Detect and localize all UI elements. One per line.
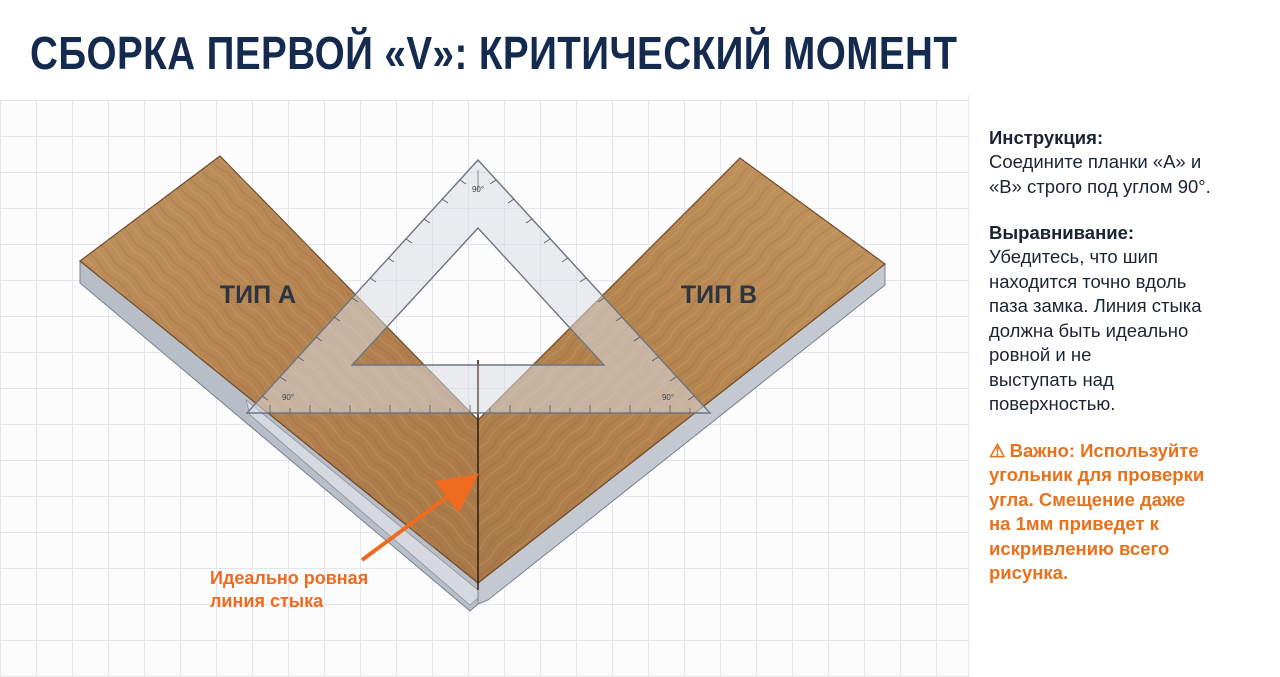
warning-line: рисунка. [989,562,1069,583]
instruction-panel: Инструкция: Соедините планки «А» и «В» с… [989,126,1259,608]
warning-block: ⚠Важно: Используйте угольник для проверк… [989,439,1259,586]
instruction-text-line: «В» строго под углом 90°. [989,175,1211,197]
alignment-text-line: должна быть идеально [989,319,1189,341]
alignment-text-line: поверхностью. [989,393,1116,414]
warning-line: на 1мм приведет к [989,513,1159,534]
warning-line: угла. Смещение даже [989,488,1186,510]
warning-text: Важно: Используйте [1009,439,1199,461]
warning-line: ⚠Важно: Используйте [989,439,1259,464]
square-left-mark: 90° [282,393,294,402]
callout-line-2: линия стыка [210,591,324,611]
set-square: 90° 90° 90° [245,158,712,414]
alignment-text-line: находится точно вдоль [989,270,1187,292]
warning-line: угольник для проверки [989,464,1205,485]
alignment-text-line: Убедитесь, что шип [989,246,1158,267]
square-top-mark: 90° [472,185,484,194]
alignment-block: Выравнивание: Убедитесь, что шип находит… [989,221,1259,417]
callout-line-1: Идеально ровная [210,568,369,588]
instruction-text-line: Соедините планки «А» и [989,151,1202,172]
v-assembly-diagram: 90° 90° 90° ТИП А ТИП В [79,155,886,612]
page-title: СБОРКА ПЕРВОЙ «V»: КРИТИЧЕСКИЙ МОМЕНТ [30,27,958,79]
square-right-mark: 90° [662,393,674,402]
instruction-block: Инструкция: Соедините планки «А» и «В» с… [989,126,1259,199]
alignment-text-line: выступать над [989,368,1114,390]
plank-a-label: ТИП А [220,281,296,309]
callout-arrow [360,473,479,562]
joint-line-callout: Идеально ровная линия стыка [210,567,368,613]
alignment-heading: Выравнивание: [989,222,1135,243]
alignment-text-line: паза замка. Линия стыка [989,295,1202,316]
warning-icon: ⚠ [989,439,1006,461]
panel-divider [968,95,969,677]
plank-b-label: ТИП В [681,281,757,309]
warning-line: искривлению всего [989,537,1170,559]
alignment-text-line: ровной и не [989,344,1092,365]
instruction-heading: Инструкция: [989,127,1104,148]
